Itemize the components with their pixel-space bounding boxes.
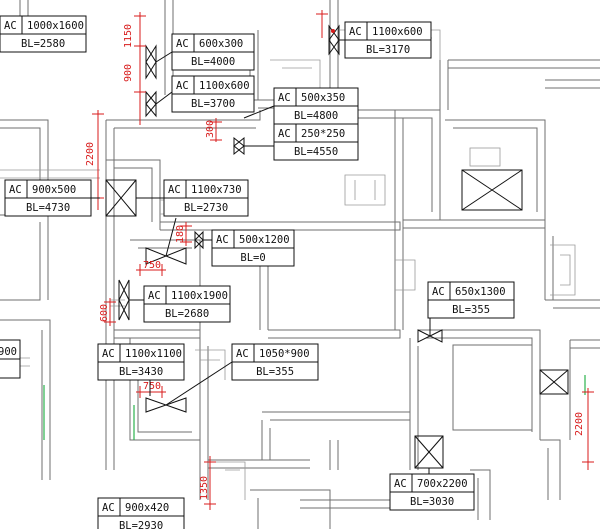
tag-ac-label: AC <box>278 128 291 140</box>
tag-bl-label: BL=3030 <box>410 496 454 508</box>
tag-ac-label: AC <box>148 290 161 302</box>
tag-ac-label: AC <box>102 502 115 514</box>
tag-ac-label: AC <box>176 38 189 50</box>
tag-bl-label: BL=3170 <box>366 44 410 56</box>
tag-bl-label: BL=2930 <box>119 520 163 529</box>
tag-size-label: 1050*900 <box>259 348 310 360</box>
tag-bl-label: BL=3700 <box>191 98 235 110</box>
dim-180: 180 <box>175 225 186 243</box>
tag-ac-label: AC <box>168 184 181 196</box>
tag-bl-label: BL=2730 <box>184 202 228 214</box>
partial-tag-left: 900 <box>0 339 21 379</box>
tag-ac-label: AC <box>176 80 189 92</box>
tag-ac-label: AC <box>4 20 17 32</box>
dim-600: 600 <box>99 304 110 322</box>
dim-2200-left: 2200 <box>85 142 96 166</box>
dimension-lines: 1150 900 300 2200 180 750 600 750 <box>85 10 594 510</box>
tag-bl-label: BL=3430 <box>119 366 163 378</box>
tag-size-label: 1000x1600 <box>27 20 84 32</box>
tag-ac-label: AC <box>236 348 249 360</box>
dim-900: 900 <box>123 64 134 82</box>
tag-size-label: 700x2200 <box>417 478 468 490</box>
tag-ac-label: AC <box>349 26 362 38</box>
tag-size-label: 250*250 <box>301 128 345 140</box>
tag-bl-label: BL=4000 <box>191 56 235 68</box>
tag-bl-label: BL=2580 <box>21 38 65 50</box>
tag-size-label: 1100x600 <box>199 80 250 92</box>
tag-bl-label: BL=4800 <box>294 110 338 122</box>
tag-ac-label: AC <box>102 348 115 360</box>
tag-size-label: 1100x1900 <box>171 290 228 302</box>
tag-bl-label: BL=355 <box>256 366 294 378</box>
tag-size-label: 1100x730 <box>191 184 242 196</box>
tag-ac-label: AC <box>394 478 407 490</box>
tag-size-label: 1100x600 <box>372 26 423 38</box>
tag-ac-label: AC <box>9 184 22 196</box>
dim-2200-right: 2200 <box>574 412 585 436</box>
leader-lines <box>68 39 431 474</box>
dim-300: 300 <box>205 120 216 138</box>
tag-ac-label: AC <box>432 286 445 298</box>
partial-tag-size: 900 <box>0 346 17 358</box>
tag-size-label: 1100x1100 <box>125 348 182 360</box>
tag-box <box>97 497 185 529</box>
elevator-symbol <box>461 147 523 211</box>
dim-1350: 1350 <box>199 476 210 500</box>
tag-bl-label: BL=2680 <box>165 308 209 320</box>
dim-1150: 1150 <box>123 24 134 48</box>
tag-bl-label: BL=4730 <box>26 202 70 214</box>
dim-750-lower: 750 <box>143 381 161 392</box>
tag-size-label: 650x1300 <box>455 286 506 298</box>
tag-size-label: 900x420 <box>125 502 169 514</box>
dim-750-upper: 750 <box>143 260 161 271</box>
tag-size-label: 500x350 <box>301 92 345 104</box>
tag-ac-label: AC <box>278 92 291 104</box>
tag-bl-label: BL=355 <box>452 304 490 316</box>
tag-size-label: 900x500 <box>32 184 76 196</box>
tag-bl-label: BL=4550 <box>294 146 338 158</box>
tag-size-label: 500x1200 <box>239 234 290 246</box>
tag-size-label: 600x300 <box>199 38 243 50</box>
tag-ac-label: AC <box>216 234 229 246</box>
tag-bl-label: BL=0 <box>240 252 265 264</box>
